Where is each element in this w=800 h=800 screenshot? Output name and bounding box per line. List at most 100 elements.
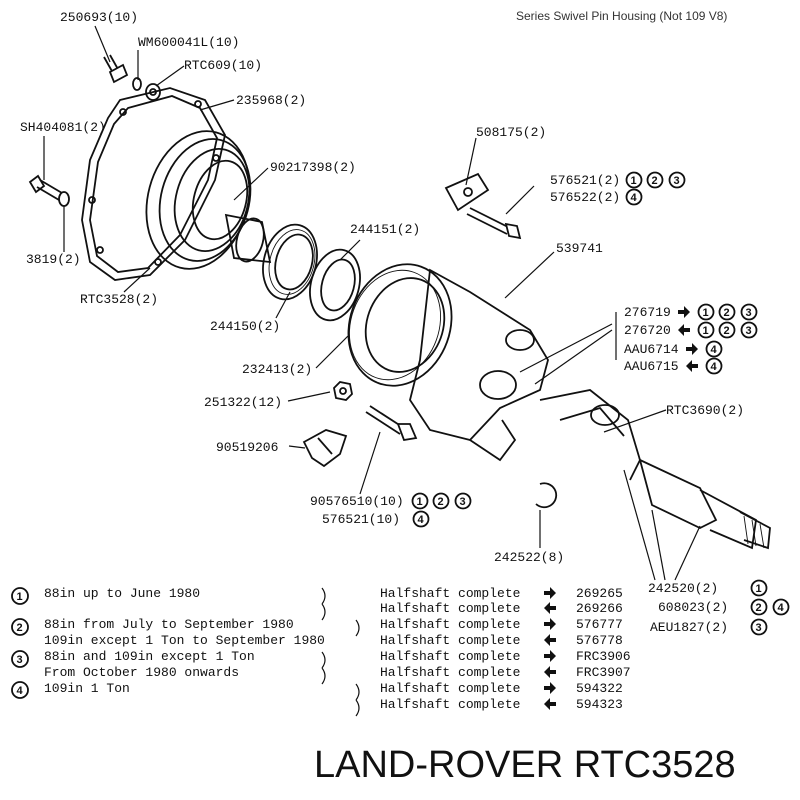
svg-text:4: 4 [418, 514, 425, 526]
brand-footer: LAND-ROVER RTC3528 [314, 744, 736, 786]
axle-shaft-icon [539, 389, 771, 550]
label-244151: 244151(2) [350, 222, 420, 237]
legend-table: 1 2 3 4 88in up to June 1980 88in from J… [11, 586, 631, 717]
legend-item-8: Halfshaft complete [380, 697, 520, 712]
legend-part-5: FRC3906 [576, 649, 631, 664]
leader-lines [43, 25, 701, 581]
legend-part-3: 576777 [576, 617, 623, 632]
swivel-housing-539741-icon [347, 263, 549, 462]
label-wm600041l: WM600041L(10) [138, 35, 239, 50]
svg-text:3: 3 [674, 175, 680, 187]
svg-text:1: 1 [417, 496, 423, 508]
svg-text:3: 3 [746, 325, 752, 337]
circlip-242522-icon [535, 482, 558, 509]
label-251322: 251322(12) [204, 395, 282, 410]
label-rtc609: RTC609(10) [184, 58, 262, 73]
legend-part-4: 576778 [576, 633, 623, 648]
label-rtc3690: RTC3690(2) [666, 403, 744, 418]
label-sh404081: SH404081(2) [20, 120, 106, 135]
label-244150: 244150(2) [210, 319, 280, 334]
svg-text:4: 4 [631, 192, 638, 204]
legend-desc-3: 88in from July to September 1980 [44, 617, 294, 632]
bolt-576521-icon [466, 207, 522, 240]
svg-text:4: 4 [778, 602, 785, 614]
legend-desc-4: 109in except 1 Ton to September 1980 [44, 633, 325, 648]
svg-text:3: 3 [746, 307, 752, 319]
label-539741: 539741 [556, 241, 603, 256]
legend-item-3: Halfshaft complete [380, 617, 520, 632]
label-576521-a: 576521(2) [550, 173, 620, 188]
bolt-90576510-icon [365, 405, 418, 442]
legend-item-1: Halfshaft complete [380, 586, 520, 601]
legend-item-5: Halfshaft complete [380, 649, 520, 664]
label-235968: 235968(2) [236, 93, 306, 108]
label-242522: 242522(8) [494, 550, 564, 565]
legend-part-2: 269266 [576, 601, 623, 616]
svg-text:1: 1 [703, 307, 709, 319]
svg-text:2: 2 [724, 325, 730, 337]
parts-drawing [28, 54, 771, 550]
legend-marker-3 [11, 650, 29, 668]
legend-desc-7: 109in 1 Ton [44, 681, 130, 696]
legend-desc-6: From October 1980 onwards [44, 665, 239, 680]
washer-3819-icon [58, 191, 70, 207]
label-rtc3528: RTC3528(2) [80, 292, 158, 307]
label-276720: 276720 [624, 323, 671, 338]
nut-251322-icon [333, 381, 353, 401]
svg-text:3: 3 [460, 496, 466, 508]
label-90519206: 90519206 [216, 440, 278, 455]
label-aeu1827: AEU1827(2) [650, 620, 728, 635]
svg-text:4: 4 [711, 361, 718, 373]
label-250693: 250693(10) [60, 10, 138, 25]
legend-part-7: 594322 [576, 681, 623, 696]
svg-text:1: 1 [17, 591, 23, 603]
svg-text:2: 2 [652, 175, 658, 187]
svg-text:4: 4 [711, 344, 718, 356]
label-90217398: 90217398(2) [270, 160, 356, 175]
label-576521-b: 576521(10) [322, 512, 400, 527]
legend-desc-5: 88in and 109in except 1 Ton [44, 649, 255, 664]
legend-item-6: Halfshaft complete [380, 665, 520, 680]
label-232413: 232413(2) [242, 362, 312, 377]
legend-desc-1: 88in up to June 1980 [44, 586, 200, 601]
svg-text:2: 2 [724, 307, 730, 319]
svg-text:2: 2 [17, 622, 23, 634]
bearing-244151-icon [309, 248, 361, 322]
legend-marker-1 [11, 587, 29, 605]
label-90576510: 90576510(10) [310, 494, 404, 509]
legend-marker-2 [11, 618, 29, 636]
circle-markers: 1 2 3 4 1 2 3 1 2 3 4 4 1 2 3 4 1 2 4 3 [411, 171, 790, 636]
flange-235968-icon [81, 87, 226, 281]
lock-tab-90519206-icon [302, 429, 348, 468]
label-508175: 508175(2) [476, 125, 546, 140]
legend-part-8: 594323 [576, 697, 623, 712]
housing-90217398-icon [145, 130, 272, 270]
svg-text:3: 3 [756, 622, 762, 634]
svg-text:2: 2 [756, 602, 762, 614]
svg-text:1: 1 [703, 325, 709, 337]
label-576522: 576522(2) [550, 190, 620, 205]
bolt-sh404081-icon [28, 174, 63, 201]
label-aau6714: AAU6714 [624, 342, 679, 357]
label-608023: 608023(2) [658, 600, 728, 615]
svg-text:1: 1 [756, 583, 762, 595]
bolt-250693-icon [103, 54, 129, 84]
label-276719: 276719 [624, 305, 671, 320]
label-aau6715: AAU6715 [624, 359, 679, 374]
legend-part-1: 269265 [576, 586, 623, 601]
label-242520: 242520(2) [648, 581, 718, 596]
label-3819: 3819(2) [26, 252, 81, 267]
legend-item-2: Halfshaft complete [380, 601, 520, 616]
legend-part-6: FRC3907 [576, 665, 631, 680]
svg-text:3: 3 [17, 654, 23, 666]
svg-text:1: 1 [631, 175, 637, 187]
svg-text:2: 2 [438, 496, 444, 508]
diagram-title: Series Swivel Pin Housing (Not 109 V8) [516, 9, 727, 23]
washer-wm600041l-icon [132, 77, 142, 91]
legend-item-4: Halfshaft complete [380, 633, 520, 648]
legend-marker-4 [11, 681, 29, 699]
legend-item-7: Halfshaft complete [380, 681, 520, 696]
svg-text:4: 4 [17, 685, 24, 697]
